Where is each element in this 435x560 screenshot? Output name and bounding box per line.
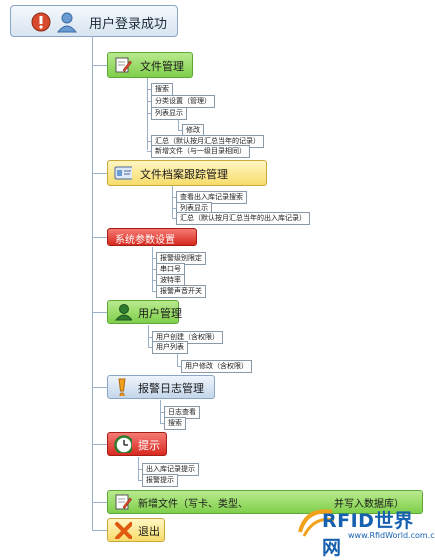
connector: [172, 186, 173, 218]
node-alarm-log[interactable]: 报警日志管理: [107, 375, 215, 399]
node-exit[interactable]: 退出: [107, 518, 165, 542]
node-label: 退出: [138, 525, 160, 538]
connector: [172, 208, 176, 209]
user-icon: [56, 12, 78, 33]
connector: [147, 151, 151, 152]
connector: [138, 469, 142, 470]
leaf-item[interactable]: 搜索: [164, 417, 186, 430]
node-label: 新增文件（写卡、类型、: [138, 499, 248, 510]
info-icon: [31, 12, 51, 32]
leaf-item[interactable]: 新增文件（与一级目录相同）: [151, 145, 250, 158]
connector: [147, 89, 151, 90]
connector: [148, 337, 152, 338]
connector: [172, 197, 176, 198]
leaf-item[interactable]: 报警提示: [142, 474, 178, 487]
connector: [152, 280, 156, 281]
node-label: 用户管理: [138, 307, 182, 320]
user-icon: [114, 304, 132, 321]
connector: [92, 65, 108, 66]
connector: [152, 258, 156, 259]
node-label: 文件档案跟踪管理: [140, 168, 228, 181]
node-label: 系统参数设置: [115, 235, 175, 246]
leaf-item[interactable]: 用户列表: [152, 341, 188, 354]
connector: [178, 130, 182, 131]
connector: [152, 269, 156, 270]
connector: [148, 325, 149, 347]
connector: [172, 218, 176, 219]
document-edit-icon: [115, 57, 132, 73]
root-title: 用户登录成功: [89, 17, 168, 32]
leaf-item[interactable]: 列表显示: [151, 107, 187, 120]
leaf-item[interactable]: 报警声音开关: [156, 285, 206, 298]
node-label: 文件管理: [140, 60, 184, 73]
connector: [138, 480, 142, 481]
node-file-tracking[interactable]: 文件档案跟踪管理: [107, 160, 267, 186]
connector: [160, 423, 164, 424]
connector: [147, 141, 151, 142]
node-user-management[interactable]: 用户管理: [107, 300, 182, 324]
id-card-icon: [114, 166, 132, 180]
watermark: RFID世界网 www.RfidWorld.com.cn: [296, 498, 435, 559]
node-label: 报警日志管理: [138, 382, 204, 395]
connector: [178, 120, 179, 130]
connector: [147, 78, 148, 150]
tree-trunk: [92, 37, 93, 530]
connector: [177, 354, 178, 366]
connector: [152, 291, 156, 292]
connector: [148, 347, 152, 348]
exclamation-icon: [118, 378, 126, 396]
connector: [147, 113, 151, 114]
connector: [92, 444, 108, 445]
connector: [147, 101, 151, 102]
connector: [92, 237, 108, 238]
root-node[interactable]: 用户登录成功: [10, 5, 178, 37]
node-file-management[interactable]: 文件管理: [107, 52, 193, 78]
node-reminder[interactable]: 提示: [107, 432, 167, 456]
node-label: 提示: [138, 439, 160, 452]
node-system-settings[interactable]: 系统参数设置: [107, 228, 197, 246]
clock-icon: [114, 435, 132, 453]
node-add-file[interactable]: 新增文件（写卡、类型、 并写入数据库）: [107, 490, 423, 514]
watermark-url: www.RfidWorld.com.cn: [348, 531, 435, 540]
connector: [92, 387, 108, 388]
connector: [160, 412, 164, 413]
leaf-item[interactable]: 用户修改（含权限）: [181, 360, 252, 373]
connector: [92, 530, 108, 531]
connector: [92, 173, 108, 174]
leaf-item[interactable]: 汇总（默认按月汇总当年的出入库记录）: [176, 212, 310, 225]
connector: [92, 312, 108, 313]
close-x-icon: [115, 522, 132, 539]
node-label-tail: 并写入数据库）: [334, 499, 404, 510]
watermark-logo: [298, 509, 335, 537]
document-edit-icon: [115, 494, 132, 510]
connector: [177, 366, 181, 367]
connector: [92, 502, 108, 503]
